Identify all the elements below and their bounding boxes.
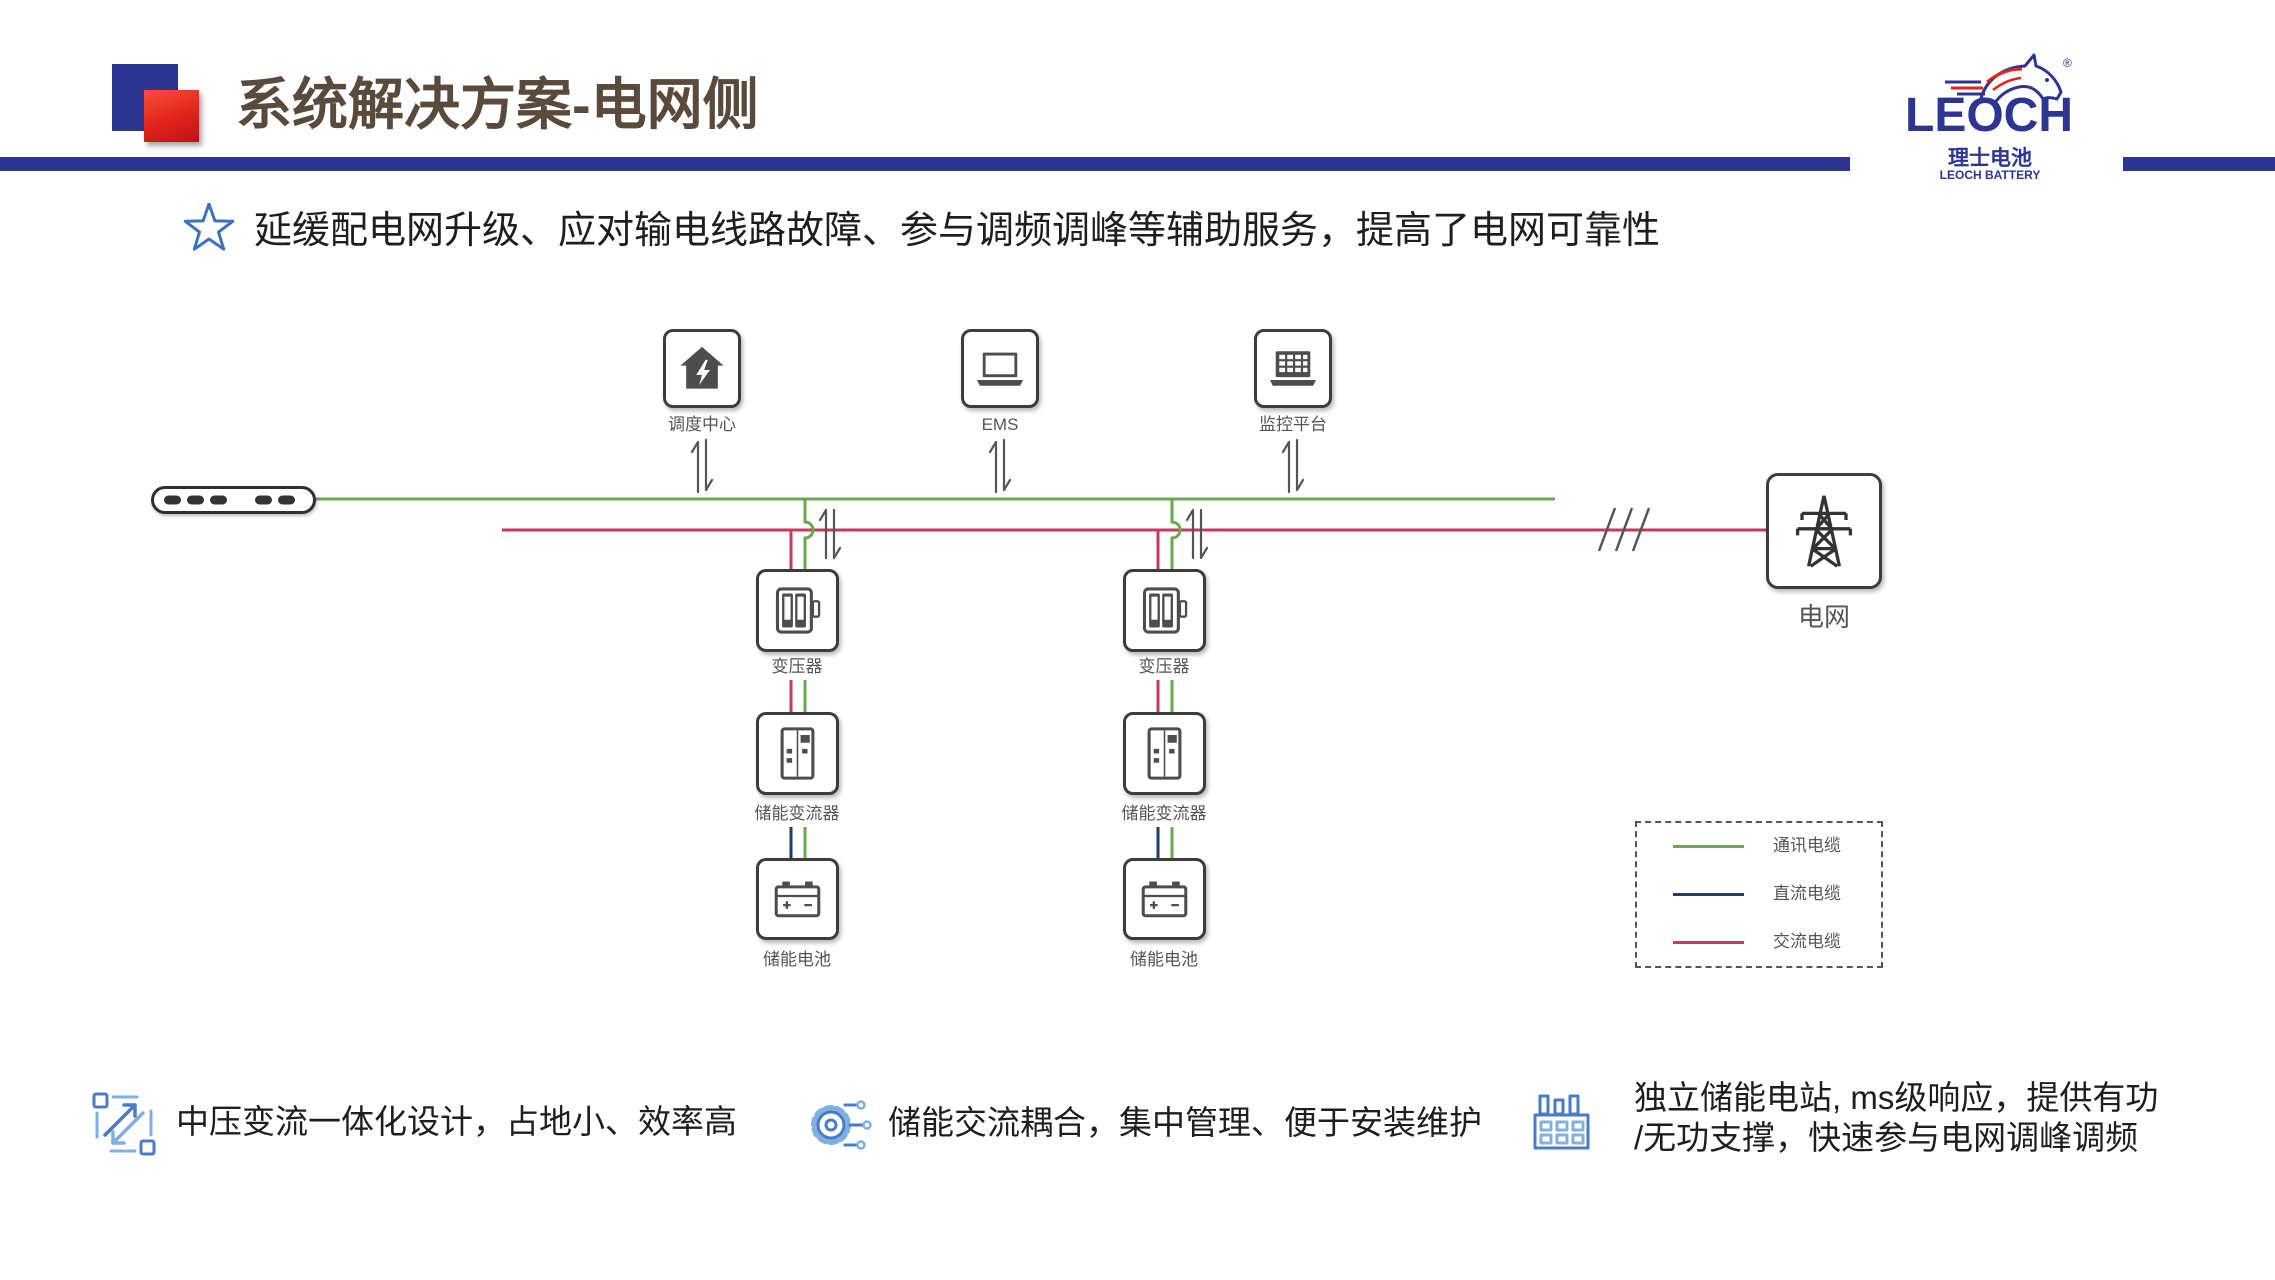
branch1-transformer	[756, 569, 839, 652]
transmission-tower-icon	[1795, 495, 1853, 568]
logo-chinese-name: 理士电池	[1948, 147, 2032, 170]
transformer-cabinet-icon	[1142, 587, 1188, 634]
branch1-converter	[756, 712, 839, 795]
network-switch-icon	[151, 486, 316, 514]
laptop-icon	[976, 352, 1024, 386]
slide-title: 系统解决方案-电网侧	[236, 73, 759, 136]
transformer-cabinet-icon	[775, 587, 821, 634]
power-grid-node	[1766, 473, 1882, 589]
branch2-battery	[1123, 858, 1206, 940]
monitoring-platform-label: 监控平台	[1259, 415, 1327, 434]
branch2-comm-drop	[1170, 499, 1182, 569]
branch2-converter-label: 储能变流器	[1121, 804, 1207, 823]
factory-icon	[1531, 1091, 1592, 1152]
feature-3-text-line1: 独立储能电站, ms级响应，提供有功	[1634, 1079, 2159, 1116]
legend-swatch-dc	[1673, 892, 1744, 896]
branch1-battery-label: 储能电池	[763, 950, 831, 969]
branch2-converter	[1123, 712, 1206, 795]
legend-label-dc: 直流电缆	[1773, 884, 1841, 903]
ems-link-arrows	[988, 438, 1012, 494]
branch1-link-arrows	[818, 508, 842, 560]
gear-circuit-icon	[805, 1091, 873, 1159]
line-break-marks	[1597, 507, 1651, 552]
logo-registered-mark: ®	[2063, 56, 2072, 70]
diagonal-transfer-icon	[91, 1091, 157, 1157]
battery-icon	[1141, 881, 1188, 918]
branch1-transformer-label: 变压器	[771, 657, 823, 676]
legend-swatch-ac	[1673, 940, 1744, 944]
house-lightning-icon	[680, 346, 724, 389]
power-converter-icon	[1147, 727, 1182, 780]
branch2-battery-label: 储能电池	[1130, 950, 1198, 969]
dispatch-center-node	[663, 329, 741, 408]
logo-english-name: LEOCH BATTERY	[1939, 168, 2041, 182]
feature-2-text: 储能交流耦合，集中管理、便于安装维护	[888, 1104, 1482, 1141]
dispatch-link-arrows	[690, 438, 714, 494]
logo-wordmark: LEOCH	[1905, 89, 2073, 142]
ems-node	[961, 329, 1039, 408]
ems-label: EMS	[981, 415, 1019, 434]
branch1-comm-drop	[803, 499, 815, 569]
header-bar-left	[0, 157, 1850, 171]
slide-subtitle: 延缓配电网升级、应对输电线路故障、参与调频调峰等辅助服务，提高了电网可靠性	[254, 210, 1661, 252]
monitoring-platform-node	[1254, 329, 1332, 408]
battery-icon	[774, 881, 821, 918]
monitor-link-arrows	[1281, 438, 1305, 494]
header-bar-right	[2123, 157, 2275, 171]
star-icon	[183, 203, 235, 251]
title-accent-red-square	[144, 90, 199, 142]
horse-head-icon	[1945, 53, 2063, 106]
legend-swatch-communication	[1673, 844, 1744, 848]
laptop-keypad-icon	[1269, 351, 1317, 386]
legend-label-ac: 交流电缆	[1773, 932, 1841, 951]
branch2-transformer-label: 变压器	[1138, 657, 1190, 676]
dispatch-center-label: 调度中心	[668, 415, 736, 434]
branch1-converter-label: 储能变流器	[754, 804, 840, 823]
branch2-link-arrows	[1185, 508, 1209, 560]
branch1-battery	[756, 858, 839, 940]
cable-legend: 通讯电缆 直流电缆 交流电缆	[1635, 821, 1883, 968]
feature-1-text: 中压变流一体化设计，占地小、效率高	[176, 1103, 737, 1140]
company-logo: ® LEOCH 理士电池 LEOCH BATTERY	[1901, 52, 2079, 182]
power-converter-icon	[780, 727, 815, 780]
branch2-transformer	[1123, 569, 1206, 652]
power-grid-label: 电网	[1797, 602, 1850, 632]
legend-label-communication: 通讯电缆	[1773, 836, 1841, 855]
feature-3-text-line2: /无功支撑，快速参与电网调峰调频	[1634, 1119, 2139, 1156]
